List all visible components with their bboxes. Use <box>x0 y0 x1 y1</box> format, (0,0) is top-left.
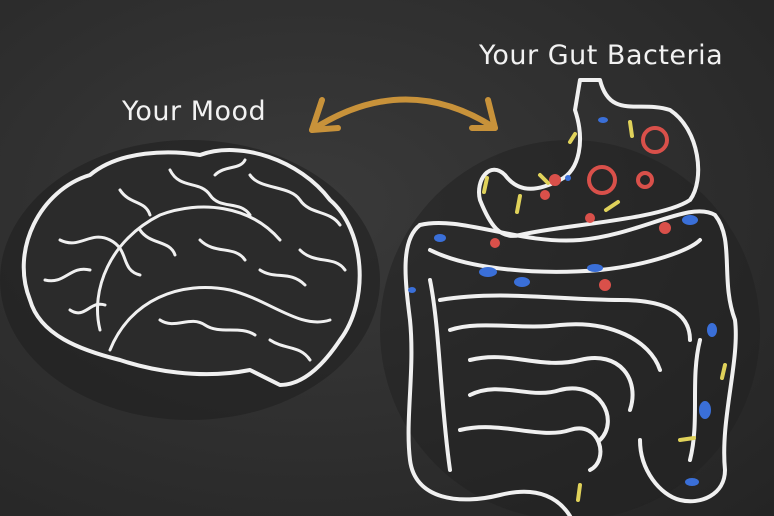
bacteria-blue <box>408 117 717 486</box>
double-arrow-icon <box>309 96 498 133</box>
bacteria-red <box>490 126 671 291</box>
gut-bacteria-label: Your Gut Bacteria <box>479 40 724 71</box>
mood-label: Your Mood <box>122 96 267 127</box>
gut-shadow <box>380 140 760 516</box>
bacteria-yellow <box>482 120 727 502</box>
brain-icon <box>21 148 362 387</box>
